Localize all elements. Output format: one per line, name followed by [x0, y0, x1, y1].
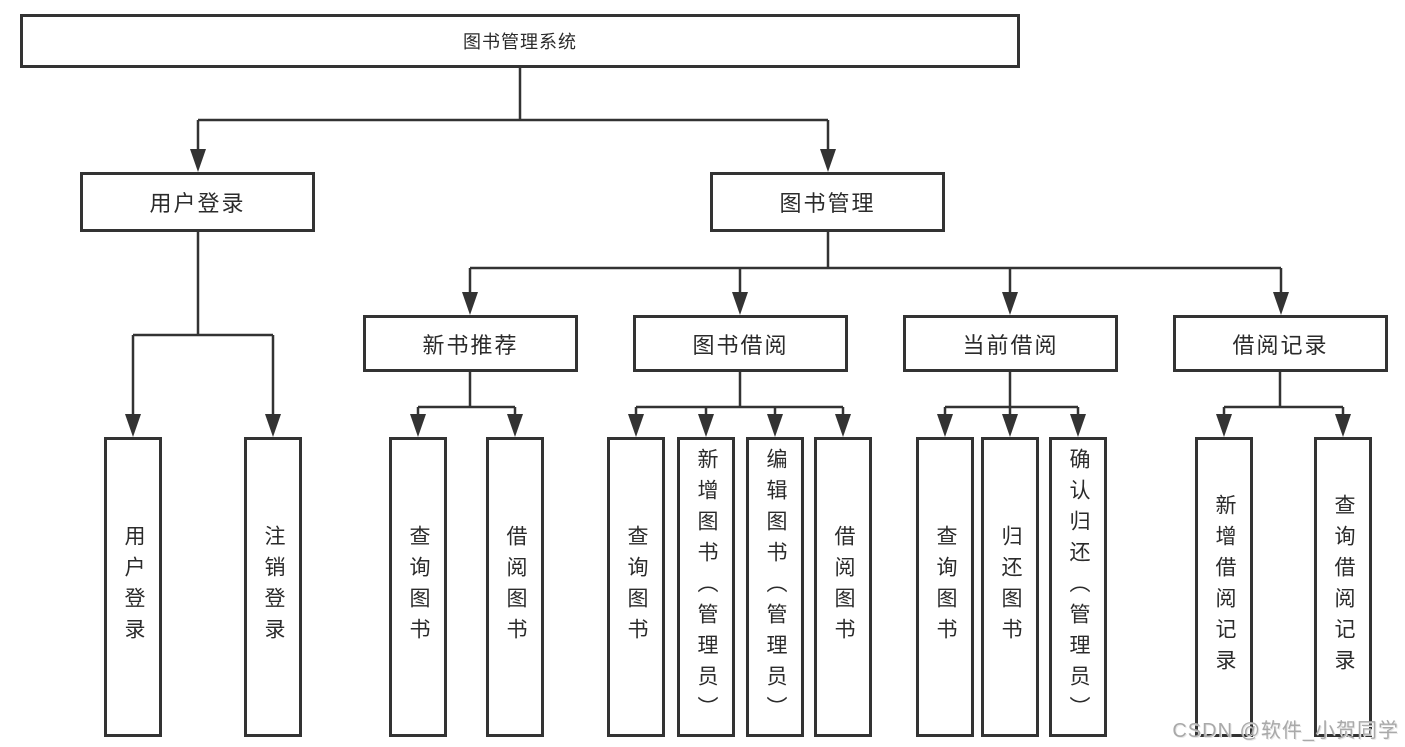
node-new-book-recommend: 新书推荐: [363, 315, 578, 372]
node-book-borrow: 图书借阅: [633, 315, 848, 372]
leaf-borrow-book: 借阅图书: [814, 437, 872, 737]
leaf-query-book-recommend: 查询图书: [389, 437, 447, 737]
leaf-query-book-borrow: 查询图书: [607, 437, 665, 737]
node-user-login: 用户登录: [80, 172, 315, 232]
leaf-add-book-admin: 新增图书（管理员）: [677, 437, 735, 737]
node-library-management-system: 图书管理系统: [20, 14, 1020, 68]
leaf-return-book: 归还图书: [981, 437, 1039, 737]
arrowheads: [125, 149, 1351, 437]
leaf-logout: 注销登录: [244, 437, 302, 737]
node-book-management: 图书管理: [710, 172, 945, 232]
watermark: CSDN @软件_小贺同学: [1172, 720, 1399, 742]
leaf-edit-book-admin: 编辑图书（管理员）: [746, 437, 804, 737]
leaf-add-borrow-record: 新增借阅记录: [1195, 437, 1253, 737]
leaf-query-book-current: 查询图书: [916, 437, 974, 737]
node-borrow-records: 借阅记录: [1173, 315, 1388, 372]
leaf-confirm-return-admin: 确认归还（管理员）: [1049, 437, 1107, 737]
leaf-borrow-book-recommend: 借阅图书: [486, 437, 544, 737]
leaf-user-login: 用户登录: [104, 437, 162, 737]
leaf-query-borrow-record: 查询借阅记录: [1314, 437, 1372, 737]
node-current-borrow: 当前借阅: [903, 315, 1118, 372]
